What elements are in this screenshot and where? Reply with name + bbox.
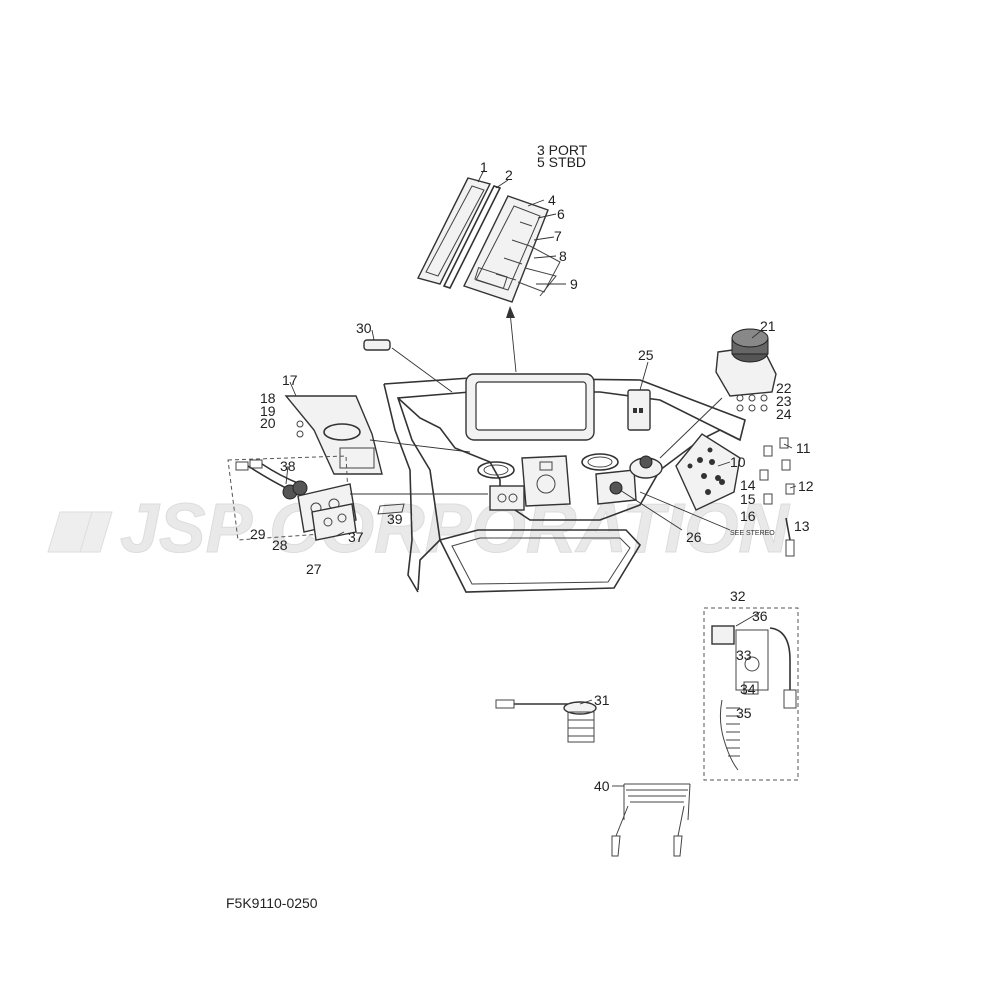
hardware-22-24 bbox=[736, 394, 768, 412]
callout-27: 27 bbox=[306, 561, 322, 577]
callout-33: 33 bbox=[736, 647, 752, 663]
watermark-text: JSP CORPORATION bbox=[120, 489, 790, 567]
cup-holder-right bbox=[581, 453, 619, 471]
callout-37: 37 bbox=[348, 529, 364, 545]
callout-7: 7 bbox=[554, 228, 562, 244]
callout-16: 16 bbox=[740, 508, 756, 524]
part-21-knob bbox=[659, 328, 777, 459]
callout-2: 2 bbox=[505, 167, 513, 183]
diagram-code: F5K9110-0250 bbox=[226, 895, 318, 911]
note-5-stbd: 5 STBD bbox=[537, 154, 586, 170]
callout-24: 24 bbox=[776, 406, 792, 422]
callout-30: 30 bbox=[356, 320, 372, 336]
callout-38: 38 bbox=[280, 458, 296, 474]
part-lower-panel bbox=[438, 529, 641, 593]
callout-10: 10 bbox=[730, 454, 746, 470]
callout-13: 13 bbox=[794, 518, 810, 534]
callout-12: 12 bbox=[798, 478, 814, 494]
harness-group bbox=[227, 455, 488, 541]
leader-lines bbox=[285, 169, 797, 787]
callout-32: 32 bbox=[730, 588, 746, 604]
callout-29: 29 bbox=[250, 526, 266, 542]
callout-34: 34 bbox=[740, 681, 756, 697]
part-housing bbox=[463, 195, 549, 303]
callout-39: 39 bbox=[387, 511, 403, 527]
callout-14: 14 bbox=[740, 477, 756, 493]
part-1-bezel bbox=[416, 177, 492, 285]
callout-21: 21 bbox=[760, 318, 776, 334]
part-31-switch bbox=[495, 699, 597, 743]
note-3-port: 3 PORT bbox=[537, 142, 588, 158]
callout-labels: 3 PORT 5 STBD 1 2 4 6 7 8 9 10 11 12 13 … bbox=[250, 142, 814, 794]
callout-36: 36 bbox=[752, 608, 768, 624]
group-32-lanyard bbox=[703, 607, 799, 781]
cup-holder-left bbox=[477, 461, 515, 479]
part-2-gasket bbox=[442, 185, 502, 289]
callout-22: 22 bbox=[776, 380, 792, 396]
callout-28: 28 bbox=[272, 537, 288, 553]
gauge-assembly bbox=[416, 177, 561, 373]
callout-35: 35 bbox=[736, 705, 752, 721]
callout-8: 8 bbox=[559, 248, 567, 264]
callout-20: 20 bbox=[260, 415, 276, 431]
see-stereo-note: SEE STEREO bbox=[730, 530, 775, 537]
part-30 bbox=[363, 339, 453, 393]
callout-23: 23 bbox=[776, 393, 792, 409]
callout-11: 11 bbox=[796, 440, 811, 456]
callout-40: 40 bbox=[594, 778, 610, 794]
callout-6: 6 bbox=[557, 206, 565, 222]
callout-31: 31 bbox=[594, 692, 610, 708]
part-40-lanyard bbox=[611, 783, 691, 857]
callout-26: 26 bbox=[686, 529, 702, 545]
callout-25: 25 bbox=[638, 347, 654, 363]
callout-15: 15 bbox=[740, 491, 756, 507]
part-13 bbox=[785, 517, 795, 557]
part-10-plate bbox=[675, 433, 741, 511]
callout-19: 19 bbox=[260, 403, 276, 419]
callout-1: 1 bbox=[480, 159, 488, 175]
callout-18: 18 bbox=[260, 390, 276, 406]
part-17-panel bbox=[284, 395, 471, 475]
callout-17: 17 bbox=[282, 372, 298, 388]
callout-9: 9 bbox=[570, 276, 578, 292]
dash-console bbox=[383, 373, 746, 593]
callout-4: 4 bbox=[548, 192, 556, 208]
connectors-11-12 bbox=[759, 437, 795, 505]
